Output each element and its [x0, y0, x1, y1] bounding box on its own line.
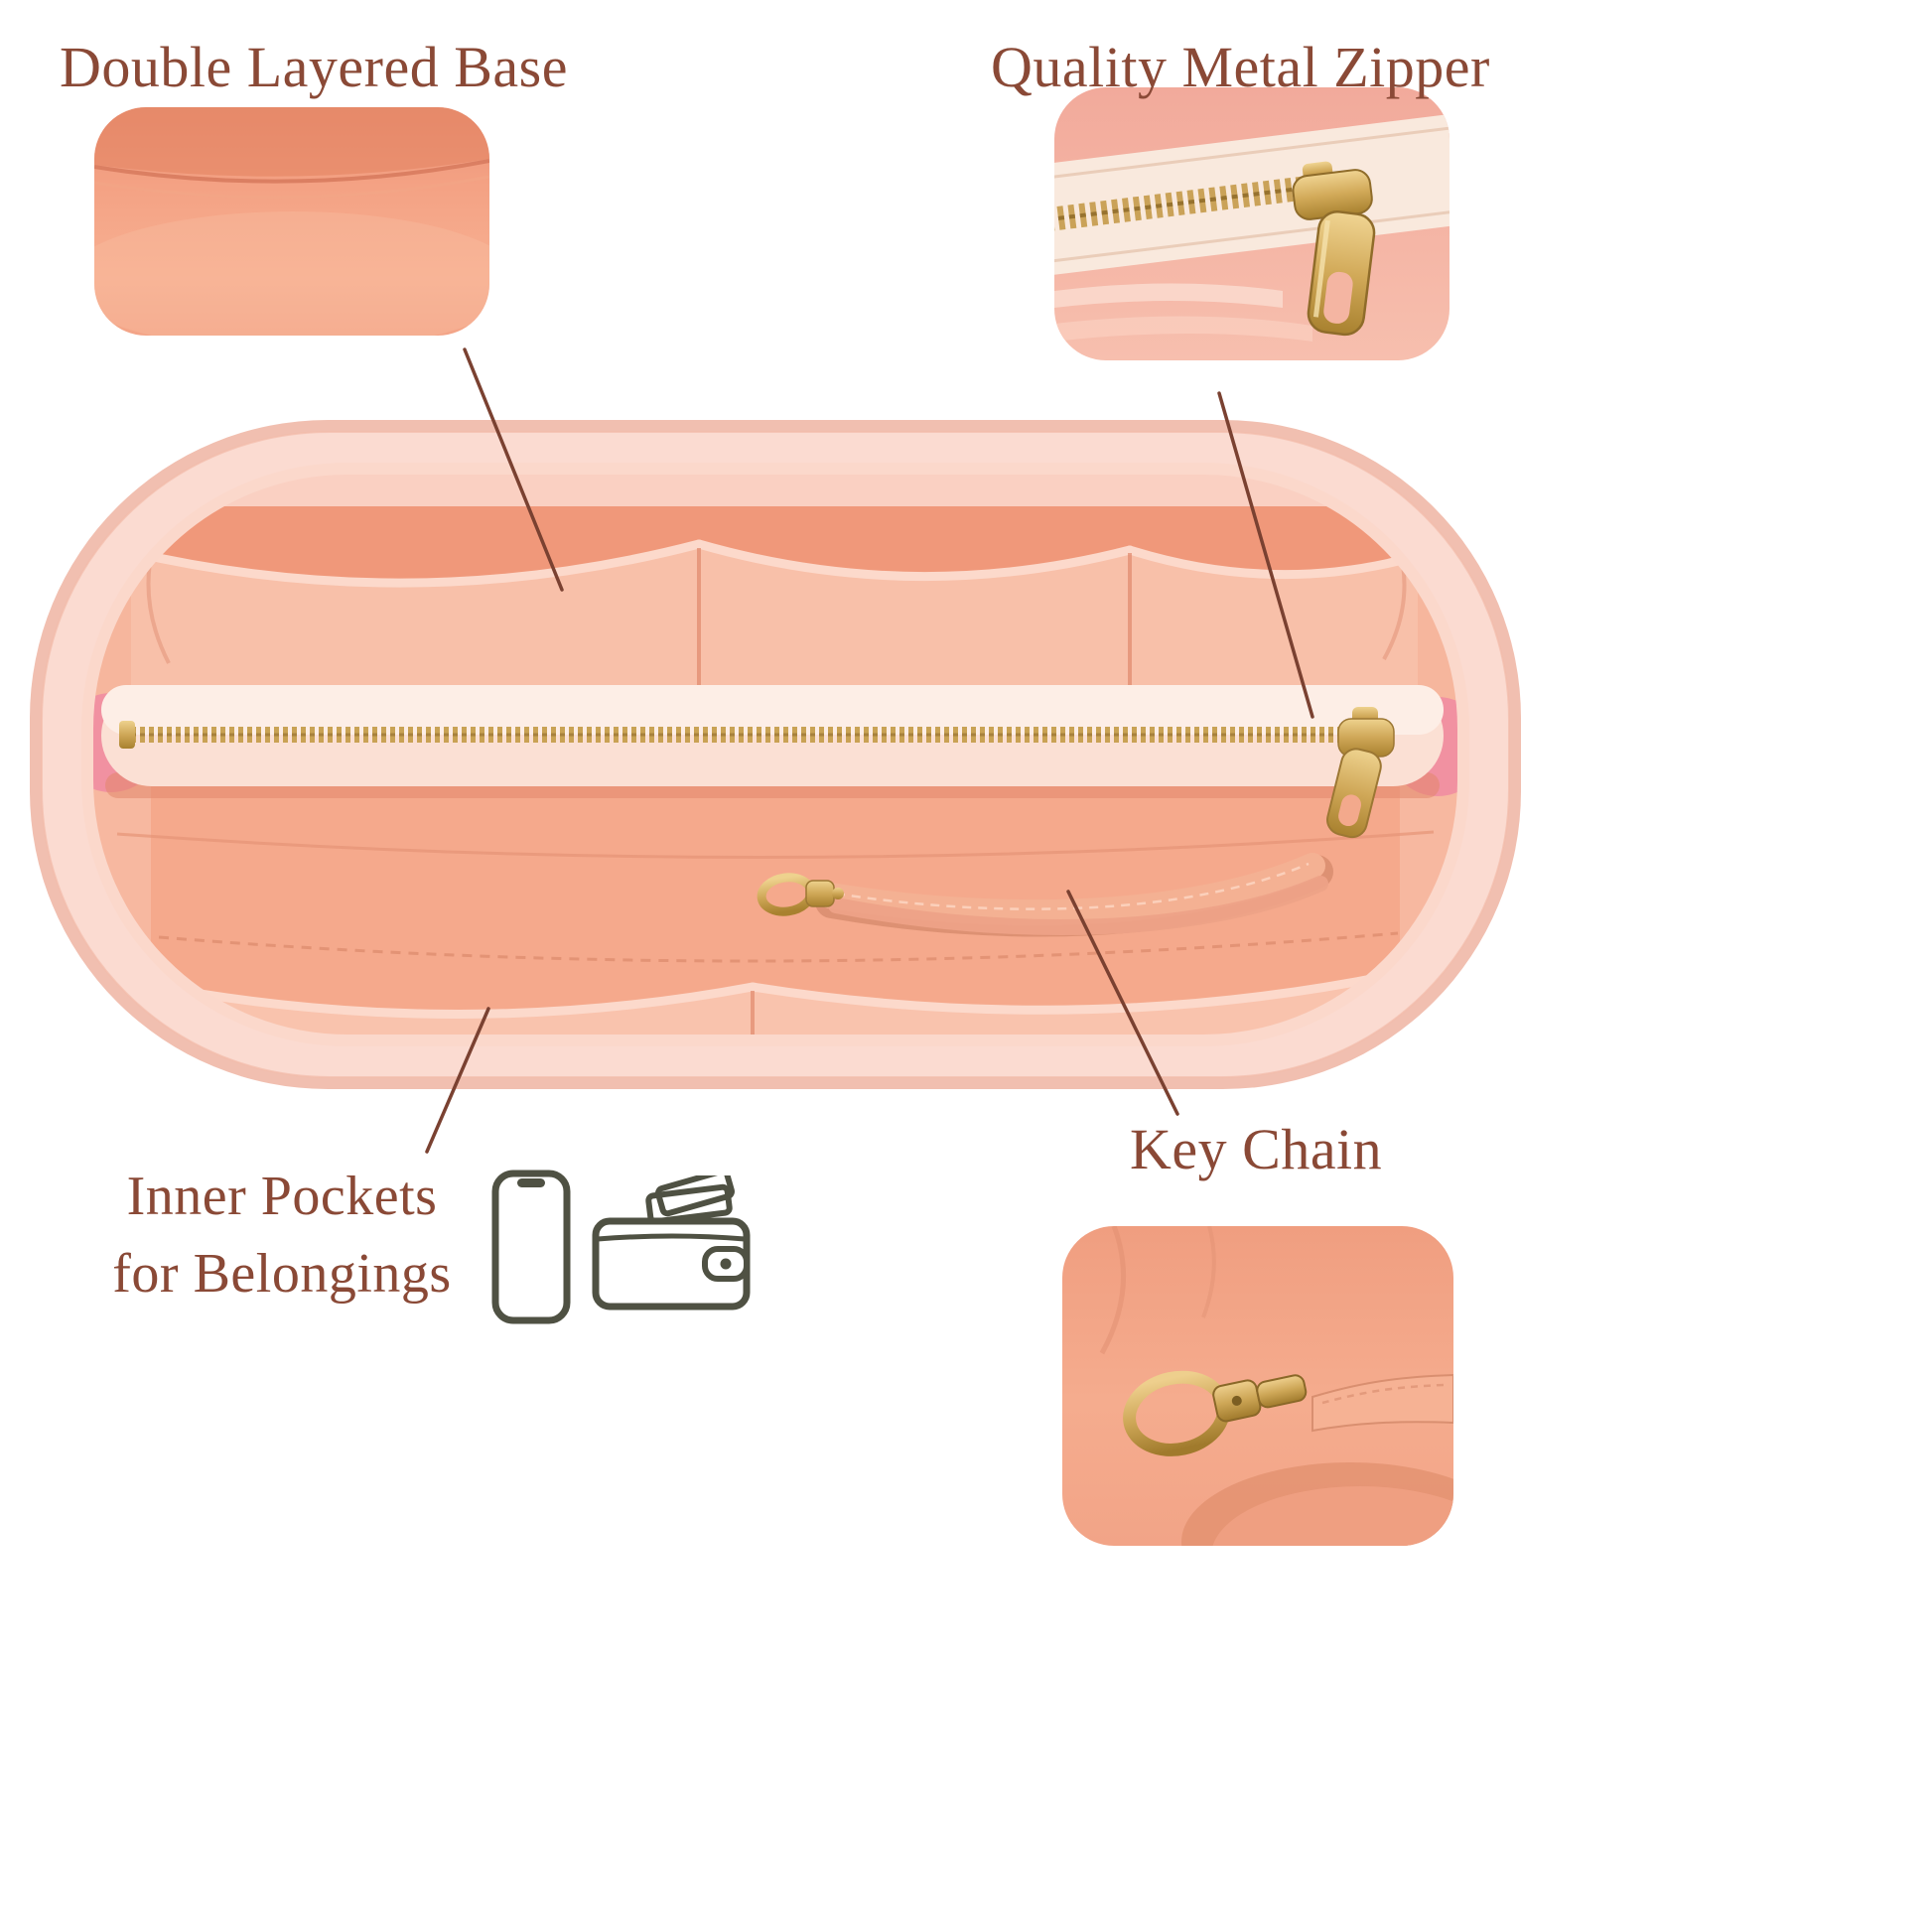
label-inner-pockets-line1: Inner Pockets	[126, 1166, 438, 1227]
label-key-chain: Key Chain	[1130, 1117, 1383, 1181]
keychain-clasp	[757, 873, 844, 916]
zipper-pouch	[101, 685, 1444, 839]
inset-key-chain	[1062, 1226, 1453, 1546]
strap-closeup	[1311, 1373, 1453, 1433]
base-stitching	[158, 931, 1399, 963]
base-seam	[116, 830, 1435, 860]
keychain-clasp-closeup	[1123, 1370, 1308, 1456]
inset-quality-metal-zipper	[1054, 87, 1449, 360]
zipper-slider	[1326, 707, 1395, 839]
label-quality-metal-zipper: Quality Metal Zipper	[991, 35, 1490, 99]
label-inner-pockets-line2: for Belongings	[112, 1243, 452, 1305]
back-pocket	[699, 544, 1130, 707]
label-double-layered-base: Double Layered Base	[60, 35, 568, 99]
phone-icon	[491, 1170, 571, 1324]
base-seam-line	[94, 159, 489, 184]
wallet-icon	[592, 1175, 751, 1311]
inset-double-layered-base	[94, 107, 489, 336]
zipper-tape-closeup	[1054, 110, 1449, 279]
label-inner-pockets: Inner Pockets for Belongings	[84, 1158, 480, 1312]
